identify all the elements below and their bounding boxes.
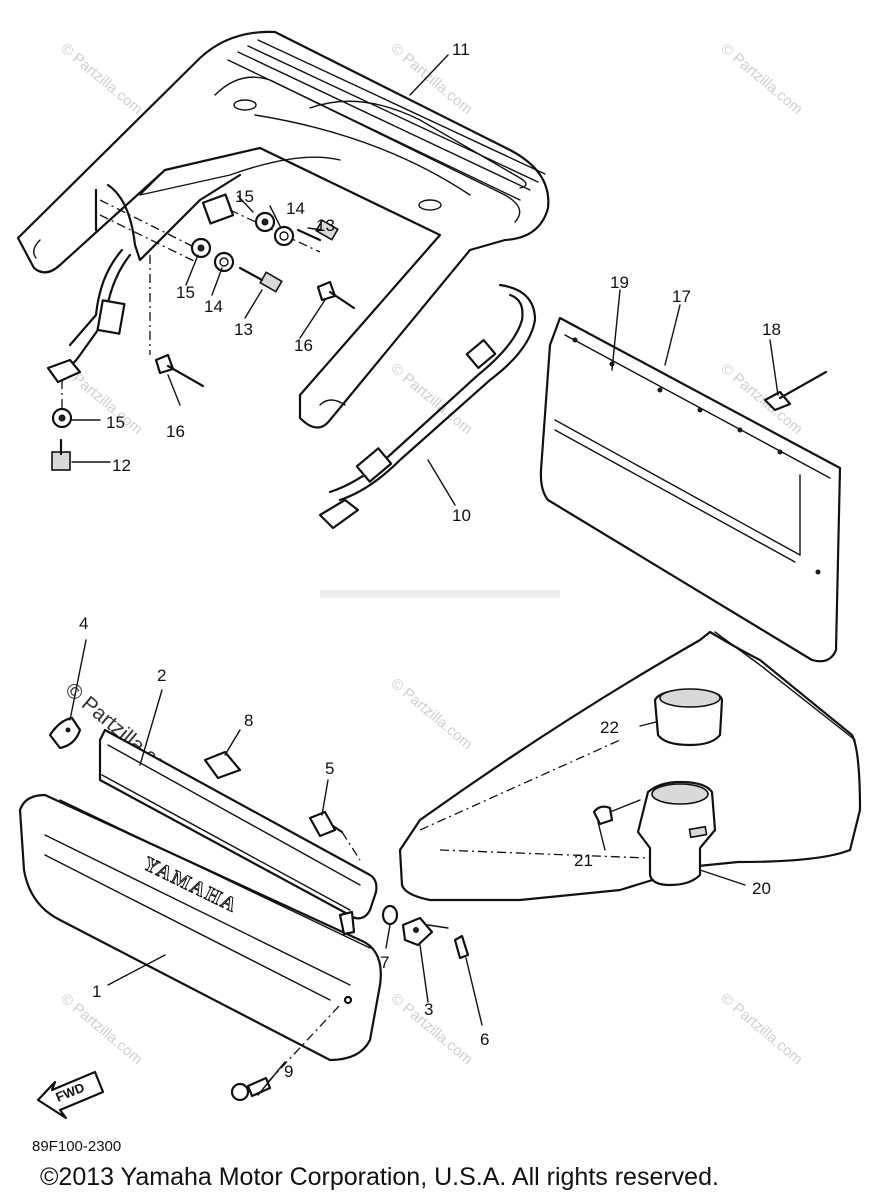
- fuel-tank: [398, 630, 862, 902]
- callout-12: 12: [112, 456, 131, 475]
- part-8-label: [203, 750, 242, 780]
- leader-lines: [69, 54, 779, 1096]
- faded-label: [320, 590, 560, 598]
- part-22-cap: [653, 688, 724, 747]
- callout-20: 20: [752, 879, 771, 898]
- callout-14b: 14: [204, 297, 223, 316]
- callout-14: 14: [286, 199, 305, 218]
- watermark: © Partzilla.com: [717, 990, 805, 1068]
- watermark: © Partzilla.com: [57, 990, 145, 1068]
- callout-15b: 15: [176, 283, 195, 302]
- callout-17: 17: [672, 287, 691, 306]
- part-10-strap: [318, 283, 537, 530]
- part-17-panel: [539, 316, 842, 663]
- watermark: © Partzilla.com: [387, 675, 475, 753]
- callout-10: 10: [452, 506, 471, 525]
- callout-1: 1: [92, 982, 101, 1001]
- part-2-plate: [98, 728, 378, 936]
- callout-21: 21: [574, 851, 593, 870]
- callout-15: 15: [235, 187, 254, 206]
- part-20-filler-neck: [636, 780, 717, 887]
- callout-3: 3: [424, 1000, 433, 1019]
- part-5-clip: [308, 810, 361, 861]
- fwd-arrow-icon: FWD: [36, 1070, 105, 1120]
- callout-22: 22: [600, 718, 619, 737]
- callout-13b: 13: [234, 320, 253, 339]
- callout-2: 2: [157, 666, 166, 685]
- callout-7: 7: [380, 953, 389, 972]
- callout-13: 13: [316, 216, 335, 235]
- left-bracket: [46, 173, 321, 415]
- callout-16: 16: [294, 336, 313, 355]
- callout-18: 18: [762, 320, 781, 339]
- parts-3-6-7: [381, 904, 470, 960]
- callouts: 1 2 3 4 5 6 7 8 9 10 11 12 13 14 15 16 1…: [79, 40, 781, 1081]
- callout-5: 5: [325, 759, 334, 778]
- part-4-clip: [48, 716, 82, 750]
- callout-6: 6: [480, 1030, 489, 1049]
- callout-16b: 16: [166, 422, 185, 441]
- callout-9: 9: [284, 1062, 293, 1081]
- callout-19: 19: [610, 273, 629, 292]
- fasteners-top: [51, 211, 356, 471]
- watermark: © Partzilla.com: [717, 40, 805, 118]
- part-18-rivet: [763, 370, 828, 412]
- callout-8: 8: [244, 711, 253, 730]
- copyright-notice: ©2013 Yamaha Motor Corporation, U.S.A. A…: [40, 1163, 719, 1191]
- callout-15c: 15: [106, 413, 125, 432]
- part-21-clip: [592, 799, 641, 826]
- watermark: © Partzilla.com: [387, 360, 475, 438]
- callout-11: 11: [452, 40, 470, 59]
- diagram-ref-code: 89F100-2300: [32, 1138, 122, 1155]
- callout-4: 4: [79, 614, 88, 633]
- part-11-handle-frame: [16, 30, 550, 429]
- part-9-screw: [230, 1004, 341, 1102]
- watermark: © Partzilla.com: [57, 40, 145, 118]
